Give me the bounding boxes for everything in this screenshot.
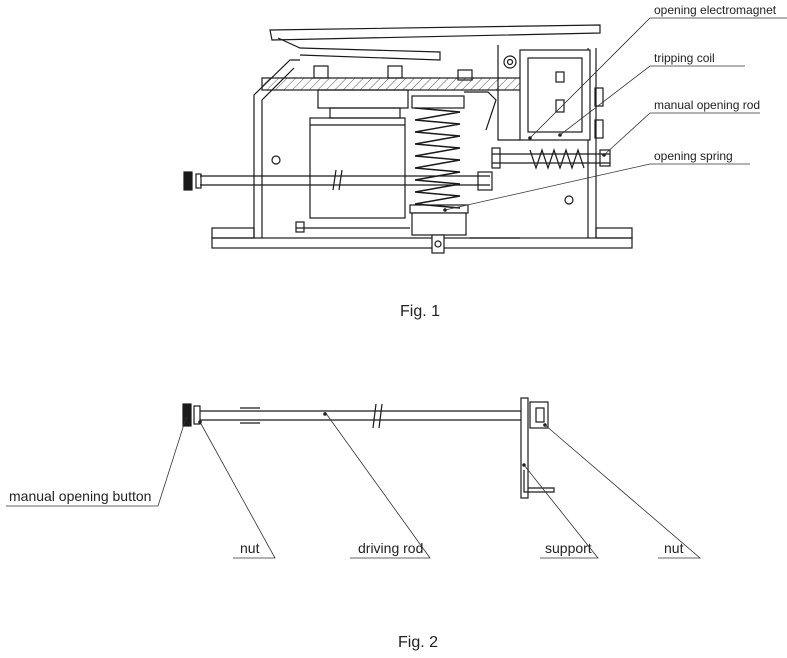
label-support: support <box>545 540 592 556</box>
label-tripping-coil: tripping coil <box>654 51 715 65</box>
leader-opening-spring <box>444 163 750 211</box>
leader-opening-electromagnet <box>529 17 787 139</box>
figure-2-drawing <box>182 397 555 499</box>
caption-fig-1: Fig. 1 <box>400 303 441 320</box>
label-manual-opening-button: manual opening button <box>9 488 152 504</box>
mounting-plate <box>261 77 528 91</box>
label-nut-left: nut <box>240 540 260 556</box>
cylinder <box>309 117 406 219</box>
right-spring-coil <box>529 148 585 170</box>
leader-tripping-coil <box>559 65 745 136</box>
fig2-support <box>520 397 529 499</box>
leader-manual-opening-button <box>6 417 187 507</box>
label-opening-electromagnet: opening electromagnet <box>654 3 777 17</box>
fig2-nut-right <box>529 401 549 429</box>
leader-nut-right <box>544 424 702 559</box>
opening-spring-coil <box>414 107 461 209</box>
leader-manual-opening-rod <box>603 112 760 156</box>
fig2-nut-left <box>193 405 201 425</box>
label-driving-rod: driving rod <box>358 540 424 556</box>
leader-driving-rod <box>324 411 431 559</box>
leader-support <box>523 464 599 559</box>
top-cover <box>269 24 601 41</box>
label-manual-opening-rod: manual opening rod <box>654 98 761 112</box>
fig2-button <box>182 403 192 427</box>
fig1-knob <box>183 171 193 191</box>
label-nut-right: nut <box>664 540 684 556</box>
electromagnet-body <box>519 49 591 141</box>
leader-nut-left <box>199 421 276 559</box>
caption-fig-2: Fig. 2 <box>398 634 439 651</box>
label-opening-spring: opening spring <box>654 149 733 163</box>
base-plate <box>211 237 633 249</box>
